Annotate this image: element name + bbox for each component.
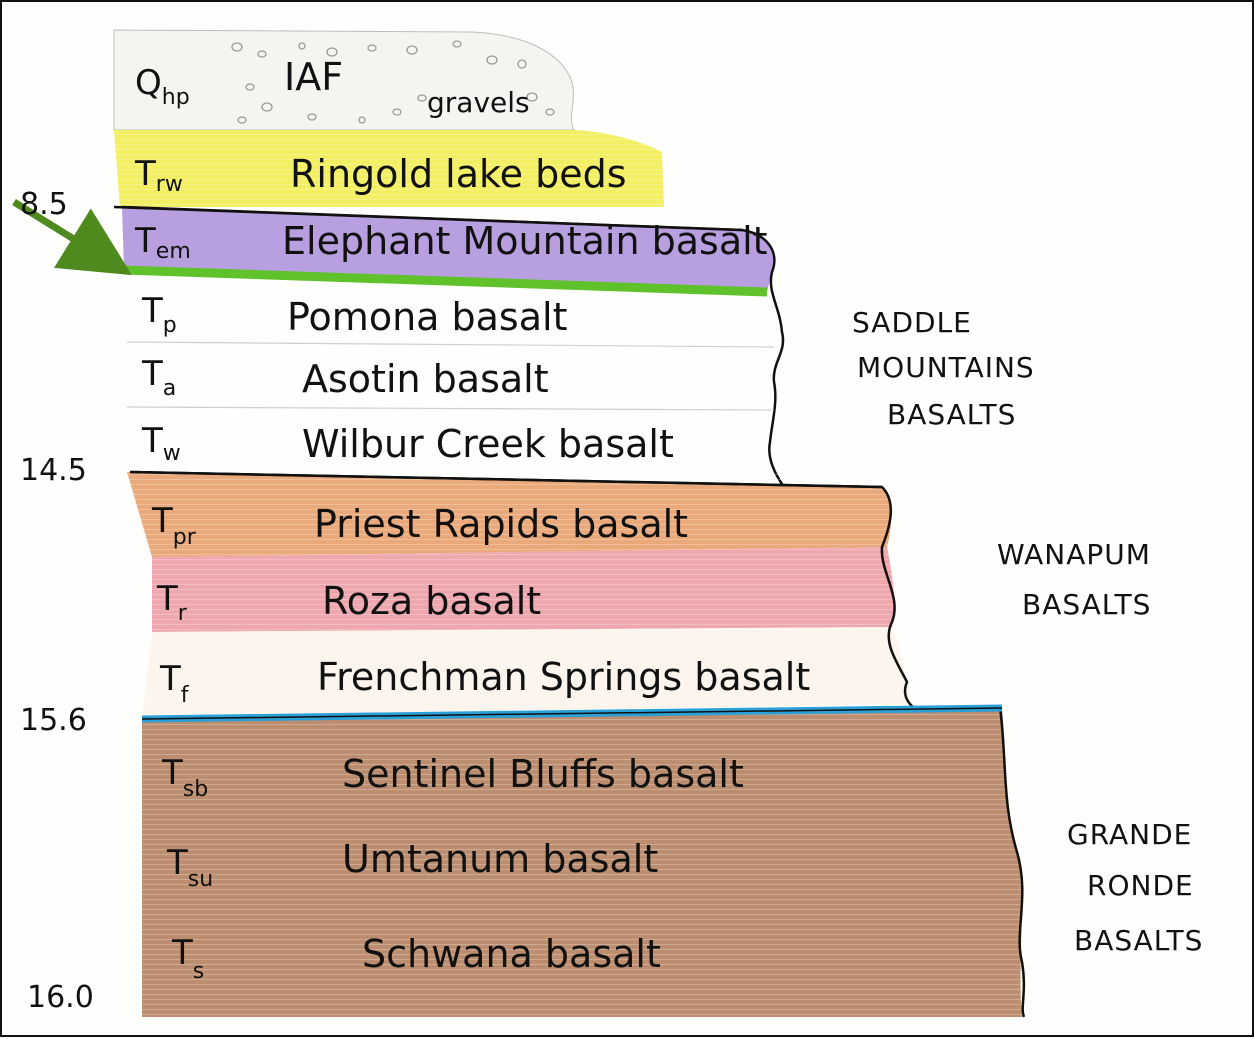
unit-name: Elephant Mountain basalt	[282, 219, 768, 263]
unit-label-row: Tpr Priest Rapids basalt	[151, 501, 688, 550]
unit-label-row: Tsb Sentinel Bluffs basalt	[161, 752, 744, 802]
layer-gravels	[113, 29, 575, 131]
contact-14-5	[129, 470, 883, 489]
age-label: 8.5	[20, 187, 68, 222]
unit-name: Asotin basalt	[302, 357, 549, 401]
svg-text:Tpr: Tpr	[151, 501, 197, 550]
group-label-wanapum: WANAPUM BASALTS	[997, 538, 1151, 621]
grande-ronde-outline	[998, 706, 1026, 1018]
svg-text:Tsb: Tsb	[161, 753, 208, 802]
contact-asotin-wilbur	[126, 406, 775, 411]
svg-text:BASALTS: BASALTS	[887, 398, 1016, 431]
unit-name: Wilbur Creek basalt	[302, 422, 674, 466]
svg-text:Tw: Tw	[141, 421, 181, 466]
unit-name: Sentinel Bluffs basalt	[342, 752, 744, 796]
unit-name: Pomona basalt	[287, 295, 567, 339]
age-label: 15.6	[20, 703, 87, 738]
unit-label-row: Tsu Umtanum basalt	[166, 837, 658, 892]
unit-label-row: Ts Schwana basalt	[171, 932, 661, 984]
svg-text:BASALTS: BASALTS	[1074, 924, 1203, 957]
svg-text:Tf: Tf	[159, 659, 190, 708]
unit-name: Roza basalt	[322, 579, 541, 623]
unit-name: Priest Rapids basalt	[314, 502, 688, 546]
unit-label-row: Tw Wilbur Creek basalt	[141, 421, 674, 466]
svg-text:BASALTS: BASALTS	[1022, 588, 1151, 621]
svg-text:Ta: Ta	[141, 354, 176, 401]
layer-elephant-mountain	[122, 207, 775, 292]
unit-label-row: Tp Pomona basalt	[141, 291, 567, 339]
group-label-saddle-mountains: SADDLE MOUNTAINS BASALTS	[852, 306, 1035, 431]
wanapum-outline	[131, 470, 915, 709]
contact-8-5	[113, 205, 743, 232]
svg-text:MOUNTAINS: MOUNTAINS	[857, 351, 1035, 384]
age-label: 16.0	[27, 980, 94, 1015]
unit-label-row: Tem Elephant Mountain basalt	[134, 219, 768, 264]
svg-text:SADDLE: SADDLE	[852, 306, 972, 339]
svg-text:Trw: Trw	[134, 154, 183, 197]
unit-name: Frenchman Springs basalt	[317, 655, 810, 699]
layer-frenchman-springs	[142, 627, 912, 717]
svg-text:Tr: Tr	[156, 579, 188, 626]
svg-text:RONDE: RONDE	[1087, 869, 1194, 902]
group-label-grande-ronde: GRANDE RONDE BASALTS	[1067, 818, 1203, 957]
svg-text:Tsu: Tsu	[166, 843, 213, 892]
svg-text:Tp: Tp	[141, 291, 177, 338]
unit-label-row: Tr Roza basalt	[156, 579, 541, 626]
elephant-mountain-base-contact	[123, 265, 768, 297]
unit-name: Umtanum basalt	[342, 837, 658, 881]
unit-label-row: Qhp IAF gravels	[135, 55, 530, 119]
arrow-to-elephant-mountain	[12, 199, 132, 276]
svg-text:Qhp: Qhp	[135, 63, 190, 110]
unit-label-row: Trw Ringold lake beds	[134, 152, 627, 197]
unit-label-row: Tf Frenchman Springs basalt	[159, 655, 810, 708]
unit-name: Schwana basalt	[362, 932, 661, 976]
svg-text:WANAPUM: WANAPUM	[997, 538, 1151, 571]
unit-label-row: Ta Asotin basalt	[141, 354, 549, 401]
age-label: 14.5	[20, 453, 87, 488]
unit-name: Ringold lake beds	[290, 152, 627, 196]
contact-pomona-asotin	[126, 341, 775, 348]
saddle-mountains-outline	[121, 205, 785, 485]
unit-name: gravels	[427, 86, 530, 119]
gravel-clasts	[231, 40, 555, 124]
unit-name: IAF	[284, 55, 343, 99]
svg-text:Ts: Ts	[171, 933, 204, 984]
svg-text:GRANDE: GRANDE	[1067, 818, 1192, 851]
svg-text:Tem: Tem	[134, 221, 191, 264]
